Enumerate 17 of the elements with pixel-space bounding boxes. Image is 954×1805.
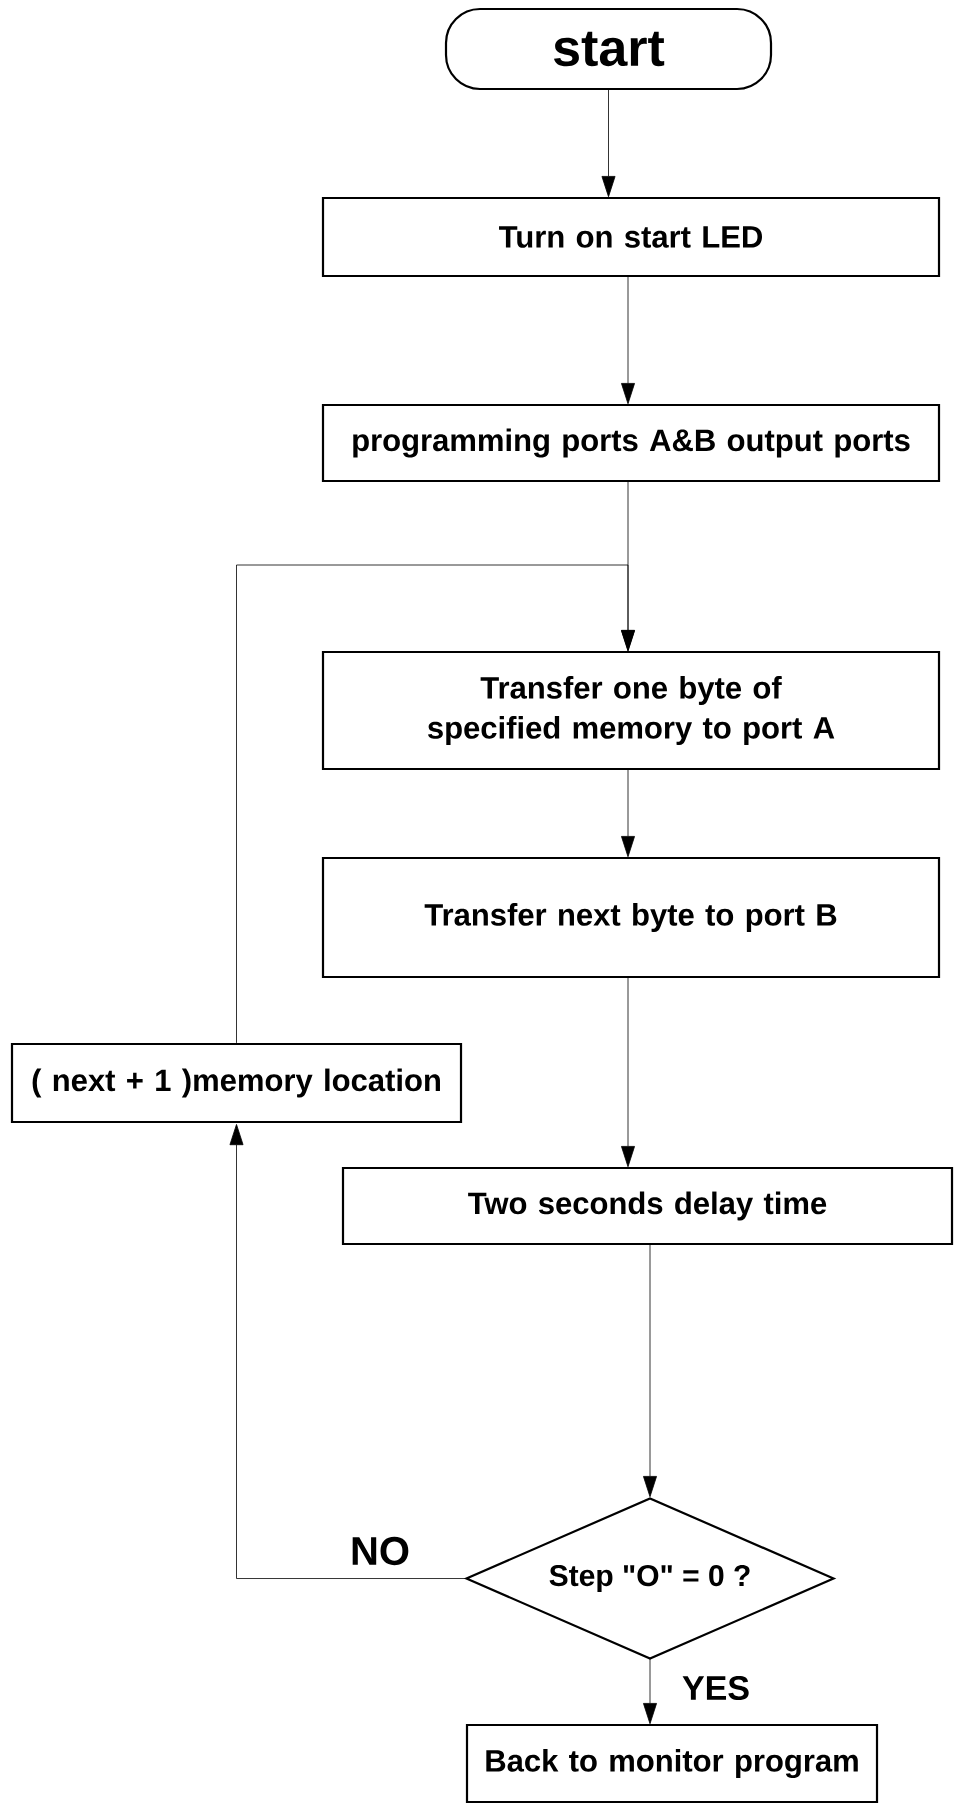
arrow xyxy=(621,275,635,405)
process-box: Transfer next byte to port B xyxy=(321,856,941,979)
arrow xyxy=(643,1243,657,1498)
arrow xyxy=(601,88,616,198)
edge-label: NO xyxy=(349,1535,411,1567)
process-box: ( next + 1 )memory location xyxy=(10,1042,463,1124)
process-box: Back to monitor program xyxy=(465,1723,879,1804)
process-box: Transfer one byte of specified memory to port A xyxy=(321,650,941,771)
arrow xyxy=(236,564,635,1044)
process-box: programming ports A&B output ports xyxy=(321,403,941,483)
arrow xyxy=(621,976,635,1168)
process-box: Two seconds delay time xyxy=(341,1166,954,1246)
arrow xyxy=(621,768,635,858)
arrow xyxy=(229,1124,466,1579)
edge-label: YES xyxy=(681,1675,751,1702)
process-box: Turn on start LED xyxy=(321,196,941,278)
arrow xyxy=(643,1658,657,1725)
